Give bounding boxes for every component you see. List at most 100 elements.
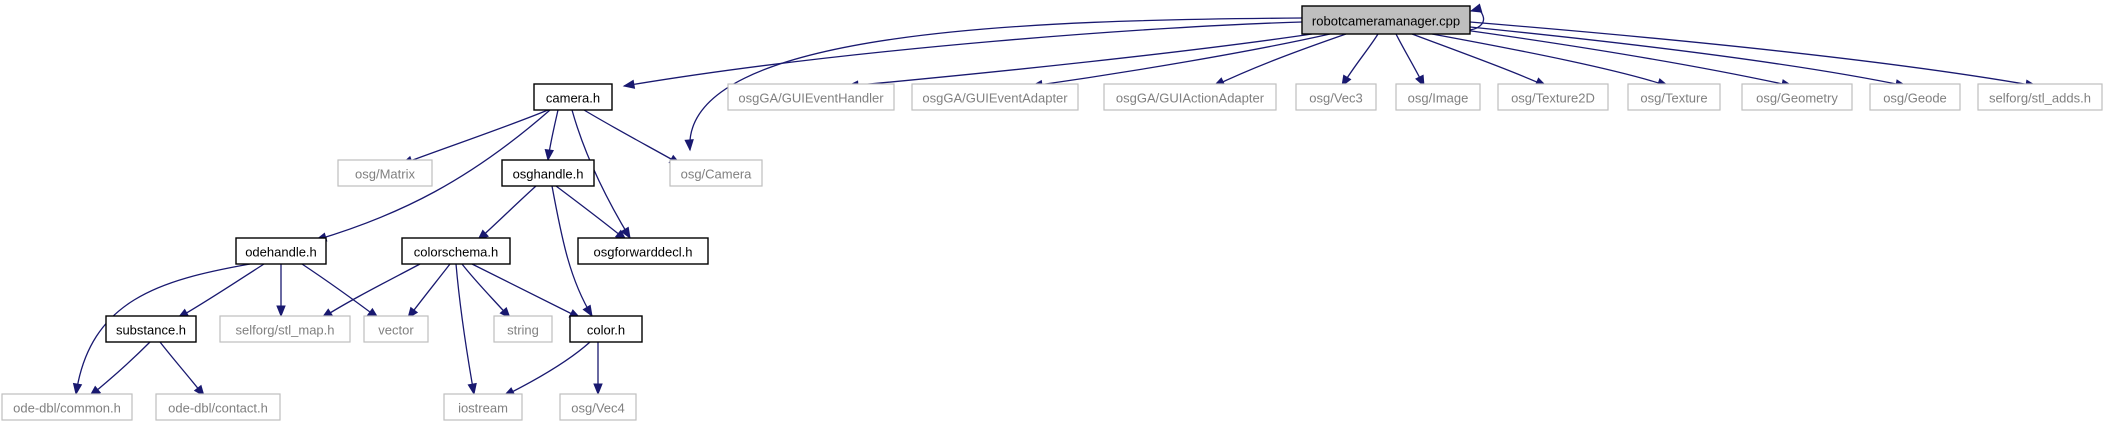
edge-line	[315, 109, 551, 241]
node-iostream: iostream	[443, 393, 523, 421]
node-robotcameramanager[interactable]: robotcameramanager.cpp	[1301, 5, 1471, 35]
node-box	[1301, 5, 1471, 35]
node-osgga-guiactionadapter: osgGA/GUIActionAdapter	[1103, 83, 1277, 111]
edge-colorschema-to-color	[471, 263, 582, 319]
edge-arrowhead	[593, 383, 603, 396]
edge-osghandle-to-color	[551, 185, 593, 318]
edge-line	[1449, 27, 1793, 87]
node-box	[1627, 83, 1721, 111]
nodes-layer: robotcameramanager.cpp camera.h osgGA/GUIE…	[1, 5, 2103, 421]
edge-robotcameramanager-to-osgGA_GUIEventHandler	[846, 33, 1313, 90]
node-osg-texture2d: osg/Texture2D	[1497, 83, 1609, 111]
node-label: colorschema.h	[414, 245, 499, 260]
node-osghandle[interactable]: osghandle.h	[501, 159, 595, 187]
edge-substance-to-ode_common	[88, 341, 151, 397]
edge-odehandle-to-vector	[301, 263, 380, 319]
node-osg-texture: osg/Texture	[1627, 83, 1721, 111]
node-label: vector	[378, 323, 414, 338]
node-box	[401, 237, 511, 265]
node-string: string	[493, 315, 553, 343]
edge-color-to-osg_Vec4	[593, 342, 603, 396]
edge-robotcameramanager-to-osg_Texture2D	[1411, 33, 1548, 87]
edge-line	[471, 263, 581, 319]
node-substance[interactable]: substance.h	[105, 315, 197, 343]
edge-line	[551, 185, 593, 317]
edge-arrowhead	[620, 226, 631, 240]
node-label: osgGA/GUIActionAdapter	[1116, 91, 1265, 106]
edge-line	[571, 109, 631, 239]
edge-arrowhead	[622, 79, 636, 89]
node-osg-image: osg/Image	[1395, 83, 1481, 111]
node-box	[363, 315, 429, 343]
edge-robotcameramanager-to-osg_Vec3	[1341, 33, 1379, 88]
node-box	[1295, 83, 1377, 111]
node-box	[1977, 83, 2103, 111]
node-label: robotcameramanager.cpp	[1312, 14, 1460, 29]
edge-arrowhead	[582, 304, 593, 318]
edge-line	[1459, 25, 1907, 87]
node-box	[669, 159, 763, 187]
edge-line	[583, 109, 681, 165]
edge-camera-to-osgforwarddecl	[571, 109, 631, 240]
edge-line	[1411, 33, 1547, 87]
edge-line	[89, 341, 151, 397]
edge-robotcameramanager-to-osg_Geometry	[1449, 27, 1794, 89]
edge-robotcameramanager-to-osgGA_GUIActionAdapter	[1212, 33, 1347, 87]
edge-robotcameramanager-to-osgGA_GUIEventAdapter	[1030, 33, 1331, 90]
edge-odehandle-to-ode_common	[72, 263, 251, 396]
edge-arrowhead	[72, 382, 83, 396]
node-label: odehandle.h	[245, 245, 317, 260]
node-label: osghandle.h	[513, 167, 584, 182]
node-colorschema[interactable]: colorschema.h	[401, 237, 511, 265]
edge-robotcameramanager-to-camera	[622, 21, 1303, 89]
edge-odehandle-to-substance	[176, 263, 265, 319]
node-label: osg/Matrix	[355, 167, 415, 182]
edge-robotcameramanager-to-osg_Image	[1395, 33, 1425, 88]
node-label: osg/Vec3	[1309, 91, 1363, 106]
node-color[interactable]: color.h	[569, 315, 643, 343]
node-osgforwarddecl[interactable]: osgforwarddecl.h	[577, 237, 709, 265]
node-box	[1741, 83, 1853, 111]
node-osg-vec3: osg/Vec3	[1295, 83, 1377, 111]
node-box	[569, 315, 643, 343]
edge-line	[1031, 33, 1331, 87]
edge-line	[461, 263, 511, 319]
node-camera[interactable]: camera.h	[533, 83, 613, 111]
node-label: osg/Image	[1408, 91, 1469, 106]
node-label: iostream	[458, 401, 508, 416]
edge-robotcameramanager-to-osg_Camera	[684, 17, 1303, 152]
node-box	[1103, 83, 1277, 111]
node-label: osg/Texture	[1640, 91, 1707, 106]
node-box	[235, 237, 327, 265]
edge-line	[177, 263, 265, 319]
edge-robotcameramanager-to-robotcameramanager	[1469, 3, 1485, 31]
node-label: osgGA/GUIEventHandler	[738, 91, 884, 106]
node-osg-vec4: osg/Vec4	[559, 393, 637, 421]
node-selforg-stl-map: selforg/stl_map.h	[219, 315, 351, 343]
node-osgga-guieventhandler: osgGA/GUIEventHandler	[727, 83, 895, 111]
edge-line	[75, 263, 251, 395]
node-label: color.h	[587, 323, 625, 338]
edge-arrowhead	[1341, 74, 1352, 88]
node-box	[1869, 83, 1961, 111]
edge-osghandle-to-colorschema	[476, 185, 537, 241]
node-label: osgGA/GUIEventAdapter	[922, 91, 1068, 106]
node-box	[493, 315, 553, 343]
node-label: ode-dbl/contact.h	[168, 401, 268, 416]
edge-odehandle-to-selforg_stl_map	[276, 264, 286, 318]
node-label: ode-dbl/common.h	[13, 401, 121, 416]
node-label: osg/Camera	[681, 167, 753, 182]
node-odehandle[interactable]: odehandle.h	[235, 237, 327, 265]
node-label: substance.h	[116, 323, 186, 338]
node-label: osg/Texture2D	[1511, 91, 1595, 106]
node-box	[501, 159, 595, 187]
node-label: camera.h	[546, 91, 600, 106]
node-selforg-stl-adds: selforg/stl_adds.h	[1977, 83, 2103, 111]
node-box	[219, 315, 351, 343]
edge-line	[301, 263, 379, 319]
edge-arrowhead	[684, 139, 694, 152]
node-box	[1395, 83, 1481, 111]
edge-line	[1213, 33, 1347, 87]
node-label: string	[507, 323, 539, 338]
node-box	[911, 83, 1079, 111]
